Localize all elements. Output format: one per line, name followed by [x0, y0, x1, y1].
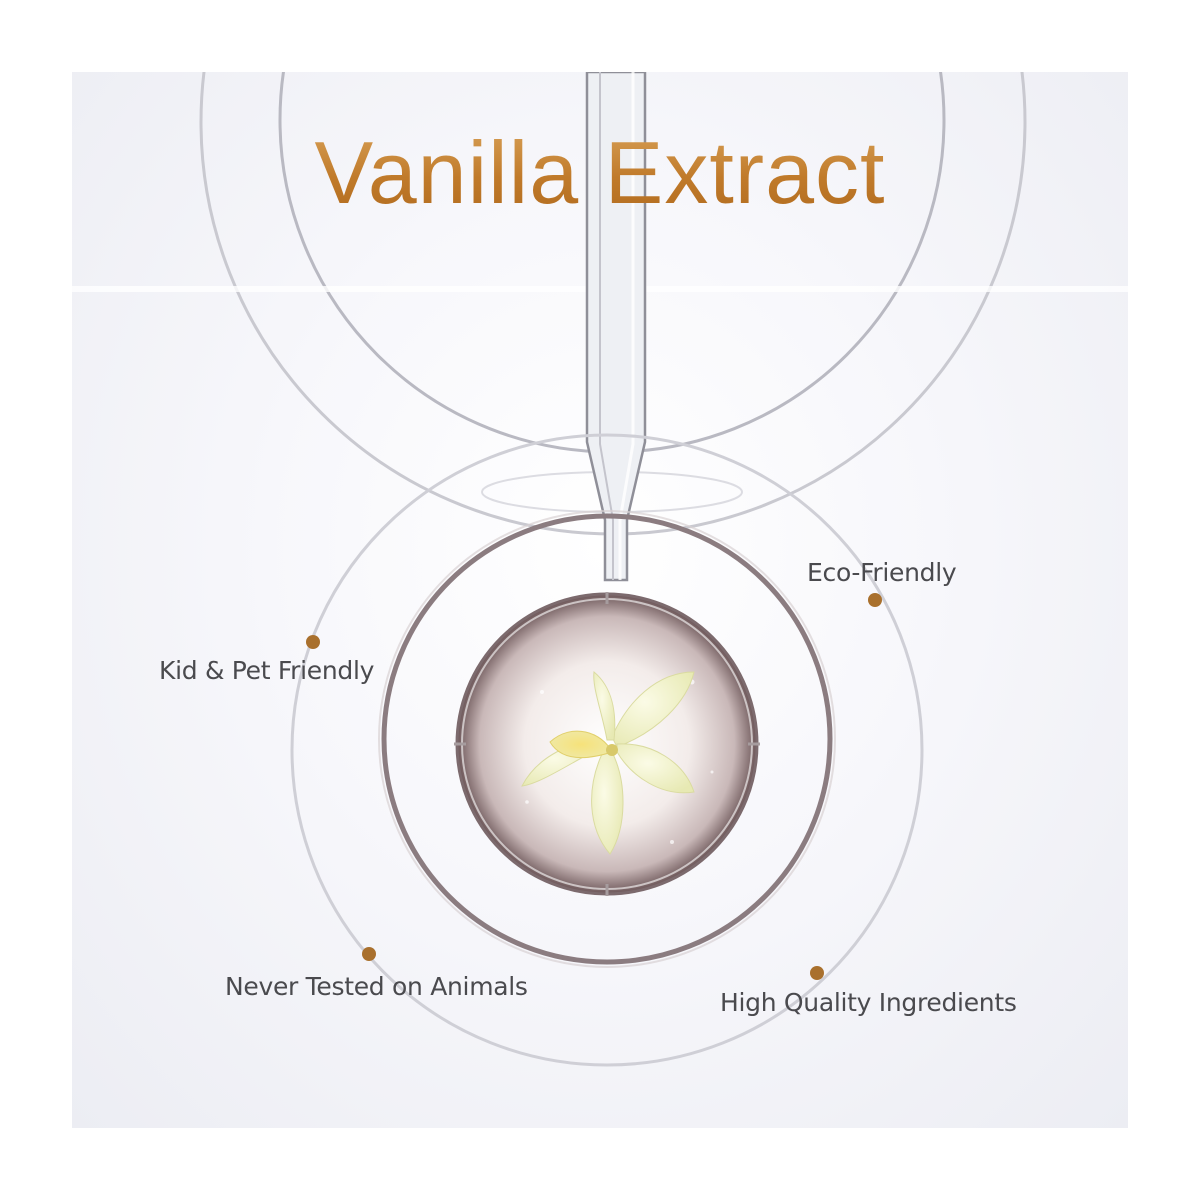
middle-ring — [381, 513, 833, 965]
marker-dot-quality — [810, 966, 824, 980]
marker-dot-animals — [362, 947, 376, 961]
feature-label-eco: Eco-Friendly — [807, 558, 957, 587]
glassware-illustration — [72, 72, 1128, 1067]
outer-glass-ring — [290, 433, 924, 1067]
feature-label-animals: Never Tested on Animals — [225, 972, 528, 1001]
product-infographic: Vanilla Extract Eco-Friendly Kid & Pet F… — [72, 72, 1128, 1128]
pipette — [585, 72, 647, 582]
marker-dot-eco — [868, 593, 882, 607]
page-title: Vanilla Extract — [72, 122, 1128, 224]
marker-dot-kid — [306, 635, 320, 649]
feature-label-quality: High Quality Ingredients — [720, 988, 1017, 1017]
feature-label-kid: Kid & Pet Friendly — [159, 656, 375, 685]
vanilla-flower — [521, 671, 695, 855]
